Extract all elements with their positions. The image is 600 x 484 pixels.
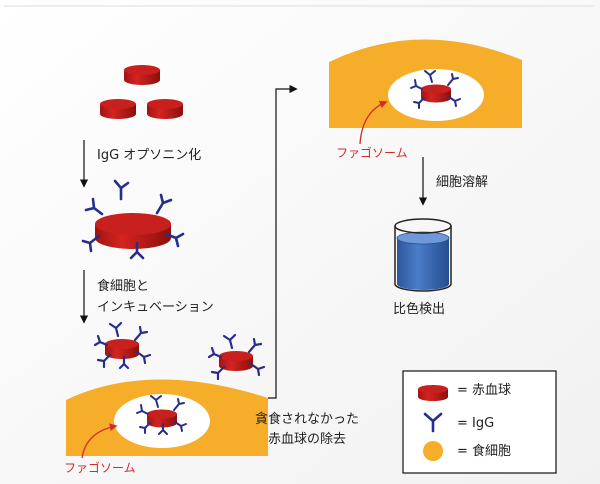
rbc-bottom-left <box>100 99 136 119</box>
step-removal-label-line2: 赤血球の除去 <box>267 432 346 447</box>
step-removal-label-line1: 貪食されなかった <box>254 412 359 427</box>
phagosome-label-top: ファゴソーム <box>336 146 408 160</box>
free-rbc-right <box>207 333 266 381</box>
step-incubation-label-line2: インキュベーション <box>97 300 214 315</box>
legend <box>402 370 557 474</box>
step-colorimetric-label: 比色検出 <box>393 302 446 317</box>
free-rbc-left <box>93 321 152 370</box>
phagosome-label-bottom: ファゴソーム <box>64 461 136 475</box>
legend-igg-label: = IgG <box>457 416 495 431</box>
phagosome-pointer-bottom <box>81 423 118 459</box>
legend-rbc-label: = 赤血球 <box>457 383 512 398</box>
legend-phagocyte-label: = 食細胞 <box>457 444 512 459</box>
rbc-bottom-right <box>147 99 183 119</box>
rbc-stack-initial <box>100 65 183 119</box>
legend-igg-swatch <box>423 412 443 433</box>
legend-phagocyte-swatch <box>423 441 443 461</box>
beaker <box>394 218 452 292</box>
igg-antibodies-large <box>81 179 185 260</box>
opsonized-rbc <box>95 213 171 249</box>
arrow-removal <box>268 84 298 399</box>
phagocyte-top <box>329 39 522 145</box>
step-incubation-label-line1: 食細胞と <box>97 279 150 294</box>
legend-rbc-swatch <box>418 385 448 401</box>
step-opsonization-label: IgG オプソニン化 <box>97 148 202 163</box>
step-lysis-label: 細胞溶解 <box>436 175 489 190</box>
phagocyte-bottom <box>66 379 268 459</box>
phagosome-pointer-top <box>359 100 388 145</box>
rbc-top <box>124 65 160 85</box>
